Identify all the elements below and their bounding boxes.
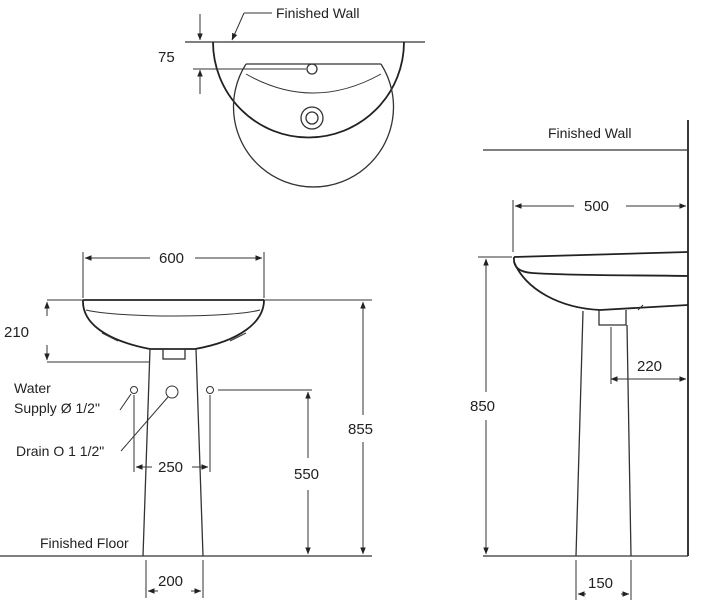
side-basin-rim [513, 251, 689, 258]
dim-200: 200 [158, 573, 183, 590]
dim-500: 500 [584, 198, 609, 215]
dim-220: 220 [637, 358, 662, 375]
dim-150: 150 [588, 575, 613, 592]
side-pedestal [575, 310, 632, 557]
label-drain: Drain O 1 1/2" [16, 443, 104, 459]
front-drain-outlet [165, 385, 179, 399]
label-water: Water [14, 380, 51, 396]
top-tap-deck-curve [245, 73, 382, 94]
label-finished-wall-top: Finished Wall [276, 5, 360, 21]
side-trap-connector [637, 304, 644, 311]
dim-210: 210 [4, 324, 29, 341]
label-finished-floor: Finished Floor [40, 535, 129, 551]
top-tap-hole [306, 63, 318, 75]
top-basin-outer [212, 41, 405, 139]
front-view: 600 210 Finished Floor Water Supply Ø 1/… [0, 250, 373, 598]
dim-855: 855 [348, 421, 373, 438]
dim-75: 75 [158, 49, 175, 66]
drain-leader [120, 396, 169, 452]
side-basin-inner [513, 256, 689, 277]
side-220-label-bg [633, 355, 675, 375]
label-water-supply: Supply Ø 1/2" [14, 400, 100, 416]
wall-leader-arrow [231, 12, 245, 41]
dim-250: 250 [158, 459, 183, 476]
label-finished-wall-side: Finished Wall [548, 125, 632, 141]
side-view: Finished Wall 500 850 220 150 [470, 120, 689, 600]
front-basin-lip [85, 309, 261, 317]
front-trap [162, 348, 186, 360]
supply-leader [119, 393, 132, 411]
front-supply-left [130, 386, 138, 394]
dim-850: 850 [470, 398, 495, 415]
dim-600: 600 [159, 250, 184, 267]
front-supply-right [206, 386, 214, 394]
top-view: 75 Finished Wall [158, 5, 425, 188]
top-drain-inner [305, 111, 319, 125]
front-basin-brackets [101, 332, 247, 342]
side-basin-underside [513, 261, 689, 311]
dim-550: 550 [294, 466, 319, 483]
front-basin-body [82, 299, 265, 350]
side-trap [598, 310, 627, 326]
front-pedestal [142, 348, 204, 557]
top-drain-outer [300, 106, 324, 130]
top-basin-bowl [232, 63, 395, 188]
